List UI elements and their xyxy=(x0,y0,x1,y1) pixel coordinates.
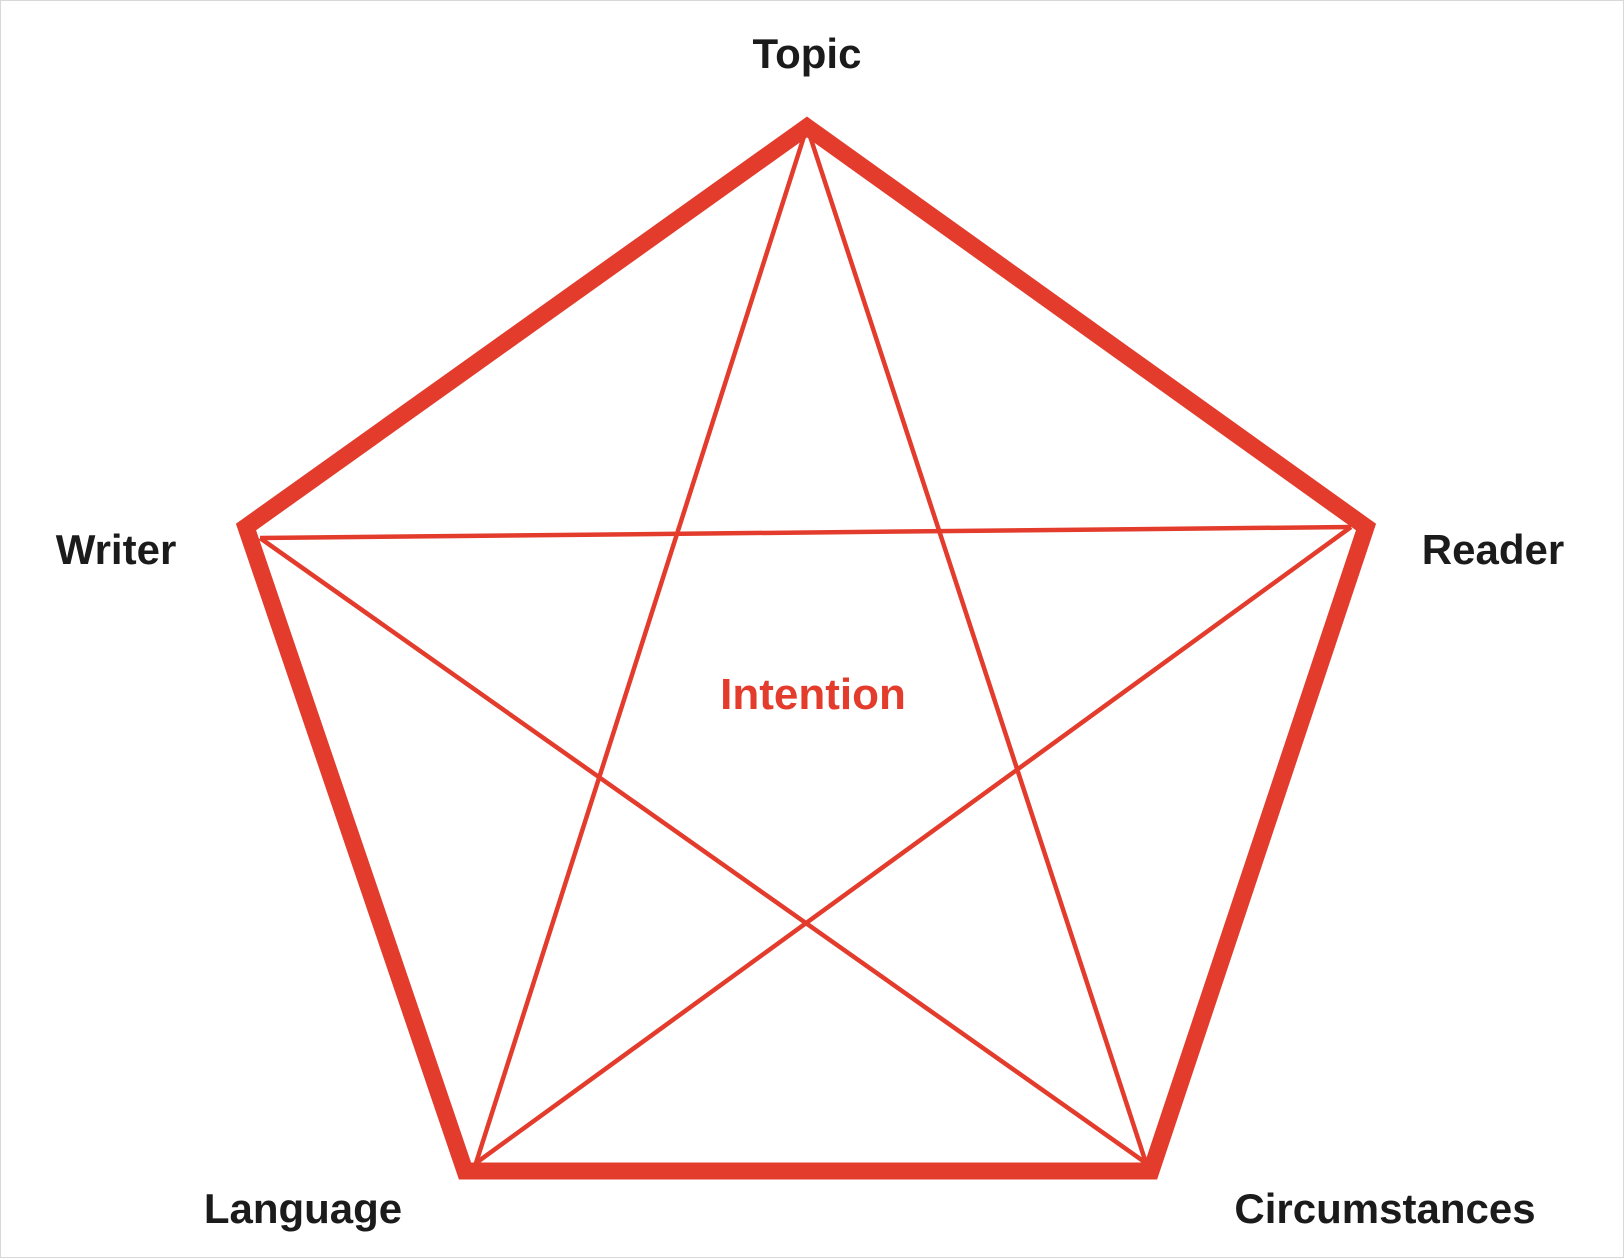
diagonal-topic-language xyxy=(473,126,810,1164)
star-diagonals xyxy=(258,126,1353,1165)
label-circumstances: Circumstances xyxy=(1234,1185,1535,1232)
label-language: Language xyxy=(204,1185,402,1232)
diagonal-reader-language xyxy=(474,525,1353,1165)
label-intention: Intention xyxy=(720,670,906,719)
diagonal-writer-reader xyxy=(259,524,1352,541)
pentagon-outline xyxy=(235,116,1377,1180)
label-writer: Writer xyxy=(56,526,177,573)
diagonal-writer-circumstances xyxy=(258,536,1148,1165)
label-topic: Topic xyxy=(753,30,862,77)
label-reader: Reader xyxy=(1422,526,1564,573)
diagonal-topic-circumstances xyxy=(804,126,1149,1164)
